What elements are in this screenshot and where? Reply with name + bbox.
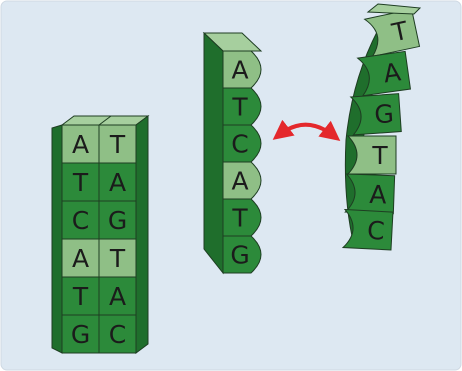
strand-2-block-5: C xyxy=(341,209,394,251)
strand-2-base-4: A xyxy=(369,180,387,210)
helix-right-face xyxy=(135,115,149,354)
strand-1-base-3: A xyxy=(231,167,248,196)
strand-2-block-shape-1 xyxy=(356,50,412,97)
helix-base-left-2: C xyxy=(72,206,89,235)
helix-block-1-left xyxy=(61,162,100,202)
strand-2-block-shape-2 xyxy=(349,93,402,136)
helix-block-0-right xyxy=(98,124,137,164)
strand-2-base-3: T xyxy=(371,141,388,170)
helix-block-3-left xyxy=(61,238,100,278)
double-headed-arrow-icon xyxy=(272,119,341,141)
strand-1-block-5 xyxy=(222,235,262,274)
helix-base-right-2: G xyxy=(108,206,127,235)
strand-2-block-4: A xyxy=(344,173,396,215)
strand-2-base-2: G xyxy=(373,99,394,129)
strand-1-base-0: A xyxy=(231,56,248,85)
helix-side-face xyxy=(51,124,63,354)
strand-1-base-5: G xyxy=(230,241,249,270)
helix-top-divider xyxy=(98,115,112,126)
strand-2-top-face xyxy=(366,3,422,15)
strand-1-base-4: T xyxy=(231,204,248,233)
strand-1-base-1: T xyxy=(231,93,248,122)
strand-2-base-0: T xyxy=(389,16,412,48)
helix-base-right-4: A xyxy=(109,282,126,311)
helix-base-right-3: T xyxy=(109,244,126,273)
strand-1-base-2: C xyxy=(231,130,248,159)
strand-1-side-face xyxy=(203,31,224,275)
strand-2-block-shape-0 xyxy=(363,8,421,58)
helix-block-1-right xyxy=(98,162,137,202)
strand-2-block-shape-5 xyxy=(341,209,394,251)
strand-2-block-shape-3 xyxy=(346,135,397,175)
helix-block-2-left xyxy=(61,200,100,240)
strand-2-base-1: A xyxy=(382,57,403,88)
helix-base-left-3: A xyxy=(72,244,89,273)
helix-block-4-right xyxy=(98,276,137,316)
helix-base-left-1: T xyxy=(72,168,89,197)
helix-block-2-right xyxy=(98,200,137,240)
strand-2-block-3: T xyxy=(346,135,397,175)
strand-2-block-2: G xyxy=(349,93,402,136)
helix-base-right-0: T xyxy=(109,130,126,159)
helix-base-left-0: A xyxy=(72,130,89,159)
strand-2-base-5: C xyxy=(366,216,385,246)
helix-base-left-5: G xyxy=(71,320,90,349)
helix-base-left-4: T xyxy=(72,282,89,311)
helix-block-3-right xyxy=(98,238,137,278)
strand-2-block-0: T xyxy=(363,8,421,58)
helix-base-right-1: A xyxy=(109,168,126,197)
helix-base-right-5: C xyxy=(109,320,126,349)
helix-block-5-right xyxy=(98,314,137,354)
strand-2-block-1: A xyxy=(356,50,412,97)
